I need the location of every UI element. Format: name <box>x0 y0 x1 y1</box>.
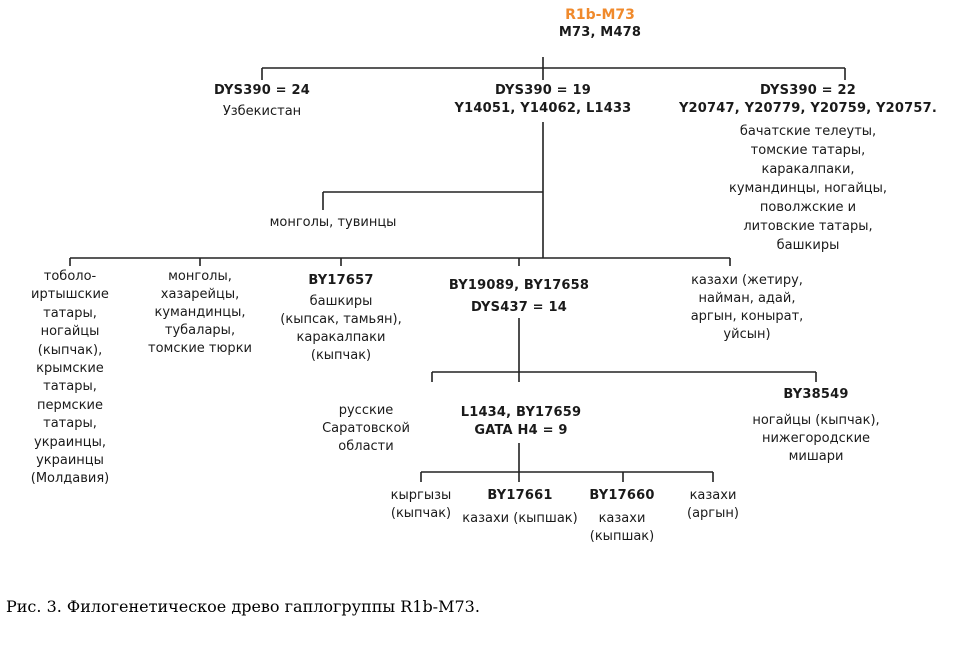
node-root: R1b-M73 M73, M478 <box>559 6 641 42</box>
pop-line: аргын, коныpат, <box>690 309 804 324</box>
pop-line: (кыпсак, тамьян), <box>280 312 402 327</box>
pop-line: томские татары, <box>750 143 866 158</box>
pop-line: хазарейцы, <box>160 287 240 302</box>
node-marker: BY38549 <box>783 387 849 402</box>
pop-line: украинцы, <box>34 434 106 450</box>
node-by38549: BY38549 ногайцы (кыпчак), нижегородские … <box>752 386 879 466</box>
pop-line: (кыпчак), <box>37 342 103 358</box>
pop-line: мишари <box>788 449 844 464</box>
node-marker: DYS390 = 19 <box>494 83 591 98</box>
node-population: Узбекистан <box>222 104 302 119</box>
node-marker: Y20747, Y20779, Y20759, Y20757. <box>678 101 938 116</box>
node-marker: BY17657 <box>308 273 374 288</box>
node-by17661: BY17661 казахи (кыпшак) <box>462 487 577 528</box>
pop-line: тубалары, <box>164 323 236 338</box>
pop-line: каракалпаки <box>296 330 386 345</box>
pop-line: (Молдавия) <box>30 471 110 487</box>
pop-line: казахи <box>689 488 737 503</box>
pop-line: крымские <box>36 361 104 377</box>
node-marker: DYS390 = 22 <box>759 83 856 98</box>
node-mongols-hazara: монголы, хазарейцы, кумандинцы, тубалары… <box>148 268 252 358</box>
node-population: башкиры (кыпсак, тамьян), каракалпаки (к… <box>280 293 401 365</box>
root-markers: M73, M478 <box>558 25 642 40</box>
node-l1434: L1434, BY17659 GATA H4 = 9 <box>461 404 582 440</box>
node-population: казахи (кыпшак) <box>589 510 654 546</box>
node-russians-saratov: русские Саратовской области <box>322 402 410 456</box>
node-marker: Y14051, Y14062, L1433 <box>454 101 632 116</box>
pop-line: иртышские <box>31 287 109 303</box>
pop-line: монголы, <box>168 269 232 284</box>
node-kazakhs-zhetiru: казахи (жетиру, найман, адай, аргын, кон… <box>691 272 804 344</box>
node-population: ногайцы (кыпчак), нижегородские мишари <box>752 412 879 466</box>
pop-line: (кыпшак) <box>589 529 655 544</box>
pop-line: (кыпчак) <box>310 348 372 363</box>
pop-line: области <box>338 439 394 454</box>
pop-line: каракалпаки, <box>761 162 855 177</box>
pop-line: кыргызы <box>390 488 452 503</box>
pop-line: нижегородские <box>761 431 871 446</box>
pop-line: казахи <box>598 511 646 526</box>
pop-line: найман, адай, <box>698 291 796 306</box>
node-marker: L1434, BY17659 <box>460 405 582 420</box>
root-haplogroup-name: R1b-M73 <box>565 7 635 23</box>
node-population: монголы, тувинцы <box>269 215 397 230</box>
pop-line: пермские <box>36 397 104 413</box>
pop-line: татары, <box>43 416 97 432</box>
pop-line: казахи (кыпшак) <box>462 511 578 526</box>
node-marker: GATA H4 = 9 <box>474 423 568 438</box>
node-by17660: BY17660 казахи (кыпшак) <box>589 487 654 546</box>
node-marker: DYS390 = 24 <box>214 83 310 98</box>
pop-line: литовские татары, <box>743 219 873 234</box>
pop-line: русские <box>338 403 394 418</box>
pop-line: башкиры <box>776 238 840 253</box>
node-tobolsk-tatars: тоболо- иртышские татары, ногайцы (кыпча… <box>31 268 110 489</box>
pop-line: ногайцы (кыпчак), <box>752 413 880 428</box>
node-kazakhs-argyn: казахи (аргын) <box>687 487 739 523</box>
node-by17657: BY17657 башкиры (кыпсак, тамьян), карака… <box>280 272 401 365</box>
pop-line: (кыпчак) <box>390 506 452 521</box>
pop-line: Саратовской <box>322 421 410 436</box>
node-marker: DYS437 = 14 <box>471 300 567 315</box>
node-dys390-24: DYS390 = 24 Узбекистан <box>214 82 310 121</box>
node-by19089: BY19089, BY17658 DYS437 = 14 <box>449 275 589 319</box>
pop-line: украинцы <box>36 453 104 469</box>
pop-line: поволжские и <box>759 200 857 215</box>
pop-line: кумандинцы, <box>154 305 246 320</box>
node-marker: BY17661 <box>487 488 553 503</box>
node-marker: BY17660 <box>589 488 655 503</box>
pop-line: татары, <box>43 379 97 395</box>
pop-line: бачатские телеуты, <box>739 124 877 139</box>
pop-line: башкиры <box>309 294 373 309</box>
node-marker: BY19089, BY17658 <box>448 278 590 293</box>
node-kyrgyz: кыргызы (кыпчак) <box>391 487 452 523</box>
node-dys390-22: DYS390 = 22 Y20747, Y20779, Y20759, Y207… <box>679 82 937 255</box>
pop-line: уйсын) <box>723 327 771 342</box>
figure-caption: Рис. 3. Филогенетическое древо гаплогруп… <box>6 597 480 616</box>
pop-line: ногайцы <box>40 324 100 340</box>
node-population: бачатские телеуты, томские татары, карак… <box>679 122 937 255</box>
pop-line: татары, <box>43 305 97 321</box>
node-mongols-tuvans: монголы, тувинцы <box>270 214 397 232</box>
pop-line: казахи (жетиру, <box>691 273 803 288</box>
pop-line: (аргын) <box>687 506 739 521</box>
node-dys390-19: DYS390 = 19 Y14051, Y14062, L1433 <box>455 82 632 118</box>
pop-line: тоболо- <box>43 269 97 284</box>
pop-line: кумандинцы, ногайцы, <box>728 181 888 196</box>
pop-line: томские тюрки <box>148 341 252 356</box>
